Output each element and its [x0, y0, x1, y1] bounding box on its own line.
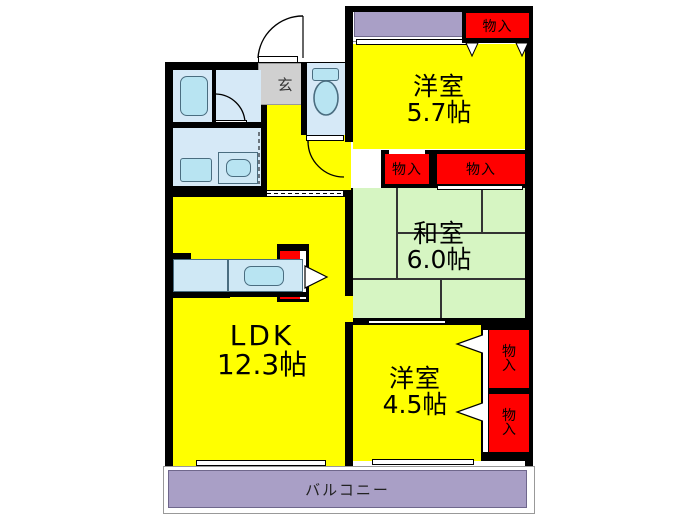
closet-top-right-label: 物入	[482, 18, 513, 35]
tatami-line-h2	[396, 232, 525, 234]
balcony-south	[168, 470, 527, 508]
bathtub-fixture	[180, 76, 208, 116]
closet-se-lower-char2: 入	[502, 422, 516, 438]
closet-se-upper-label: 物 入	[489, 330, 529, 388]
washitsu-area: 6.0帖	[406, 245, 472, 274]
washbasin-bowl	[226, 159, 251, 177]
closet-mid-large-label: 物入	[466, 162, 496, 178]
wall-bath-inner	[212, 70, 216, 122]
window-bedroom-south	[372, 459, 474, 465]
entrance-door-panel[interactable]	[258, 56, 298, 63]
wall-kitchen-left	[173, 253, 191, 259]
window-ldk-south	[196, 460, 326, 466]
closet-top-right[interactable]	[466, 13, 529, 38]
closet-se-lower-label: 物 入	[489, 394, 529, 452]
bedroom-north-name: 洋室	[412, 71, 465, 101]
room-bedroom-south	[353, 325, 481, 461]
fusuma-washitsu-south[interactable]	[368, 320, 446, 324]
closet-mid-large[interactable]	[437, 154, 525, 184]
bedroom-north-label: 洋室 5.7帖	[353, 50, 525, 150]
kitchen-counter	[173, 259, 228, 292]
wall-hallway-left	[261, 105, 267, 196]
closet-se-lower[interactable]	[489, 394, 529, 452]
door-hallway-ldk-hatch	[267, 193, 343, 194]
closet-se-upper-char1: 物	[502, 343, 516, 360]
toilet-bowl-icon	[313, 80, 339, 116]
wall-ldk-east	[345, 188, 353, 466]
window-bedroom-north	[356, 39, 468, 45]
balcony-label: バルコニー	[305, 480, 390, 499]
washitsu-name: 和室	[412, 218, 465, 248]
closet-mid-small-label: 物入	[392, 162, 422, 178]
bedroom-south-label: 洋室 4.5帖	[349, 332, 481, 452]
wall-toilet-right	[345, 12, 353, 142]
closet-ldk-door	[300, 251, 306, 299]
wall-hallway-ldk	[173, 190, 351, 197]
ldk-name: LDK	[229, 318, 295, 352]
closet-mid-small[interactable]	[385, 154, 429, 184]
doorway-ldk-east[interactable]	[345, 296, 353, 322]
bedroom-south-area: 4.5帖	[382, 390, 448, 419]
toilet-door-swing-arc	[307, 140, 345, 178]
washroom-sliding-door-hatch	[258, 132, 260, 184]
room-washitsu	[353, 188, 525, 318]
kitchen-sink-basin	[244, 266, 284, 286]
tatami-line-h1	[353, 278, 525, 280]
wall-right-outer	[525, 6, 533, 474]
bathroom-door-swing-arc	[215, 93, 246, 123]
wall-top-right	[345, 6, 533, 12]
closet-top-right-door-marks	[465, 42, 529, 58]
closet-se-left-strip	[483, 330, 488, 452]
wall-toilet-left	[301, 63, 307, 135]
room-bedroom-north	[353, 44, 525, 149]
closet-mid-small-door	[389, 150, 425, 154]
bedroom-north-area: 5.7帖	[406, 98, 472, 127]
toilet-door-panel[interactable]	[306, 135, 344, 141]
bedroom-south-name: 洋室	[388, 363, 441, 393]
washing-machine-space	[180, 158, 212, 182]
wall-washroom-bottom	[173, 186, 265, 192]
room-ldk	[173, 196, 351, 466]
closet-se-lower-char1: 物	[502, 407, 516, 424]
closet-ldk-door-mark	[304, 265, 329, 289]
wall-ldk-closet-top	[277, 244, 309, 249]
wall-kitchen-bottom2	[230, 292, 306, 297]
genkan-label: 玄	[277, 75, 293, 94]
wall-kitchen-bottom	[173, 292, 230, 298]
fusuma-washitsu-north[interactable]	[437, 185, 523, 190]
tatami-line-v3	[440, 278, 442, 318]
closet-se-upper[interactable]	[489, 330, 529, 388]
closet-se-upper-char2: 入	[502, 358, 516, 374]
entrance-door-swing-arc	[257, 15, 304, 59]
wall-left-outer	[165, 62, 173, 474]
ldk-label: LDK 12.3帖	[173, 305, 351, 395]
wall-bath-washroom	[173, 122, 261, 128]
ldk-area: 12.3帖	[216, 348, 308, 381]
tatami-line-v2	[481, 188, 483, 232]
washitsu-label: 和室 6.0帖	[353, 192, 525, 302]
